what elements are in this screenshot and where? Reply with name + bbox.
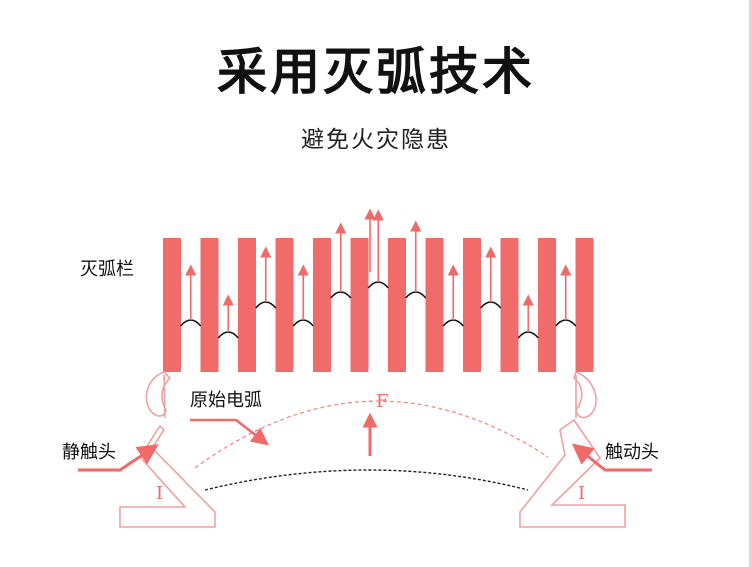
arc-chute-plate [350,238,369,372]
original-arc-pointer [190,418,269,446]
arc-chute-plate [163,238,181,372]
current-left-symbol: I [156,483,163,504]
arc-segment [180,319,202,327]
arc-chute-plate [238,238,256,372]
arc-chute-plate [200,238,219,372]
right-edge-divider [749,0,752,567]
arc-chute-plate [500,238,519,372]
original-arc-black [204,469,529,491]
page-title: 采用灭弧技术 [217,43,535,101]
arc-chute-plates [163,238,594,372]
static-contact-label: 静触头 [62,442,116,463]
original-arc-dashed [194,400,549,469]
arc-segments [180,208,577,339]
arc-segment [480,301,502,309]
original-arc-label: 原始电弧 [190,390,262,411]
static-contact-pointer [78,444,159,472]
arc-segment [217,331,239,339]
arc-segment [405,291,427,299]
moving-contact-label: 触动头 [605,442,659,463]
arc-chute-plate [538,238,556,372]
arc-segment [255,301,277,309]
arc-chute-plate [463,238,481,372]
current-right-symbol: I [578,483,585,504]
arc-segment [292,319,314,327]
arc-segment [555,319,577,327]
arc-chute-label: 灭弧栏 [80,259,134,280]
arc-segment [367,281,389,289]
arc-chute-plate [313,238,331,372]
arc-chute-plate [425,238,444,372]
arc-chute-plate [275,238,294,372]
arc-chute-plate [575,238,594,372]
arc-chute-plate [388,238,406,372]
moving-contact-shape [519,370,626,528]
arc-segment [517,331,539,339]
static-contact-shape [119,371,216,528]
page-subtitle: 避免火灾隐患 [301,127,451,153]
moving-contact-pointer [571,443,652,472]
force-symbol: F [376,391,389,412]
arc-segment [330,291,352,299]
arc-segment [442,319,464,327]
